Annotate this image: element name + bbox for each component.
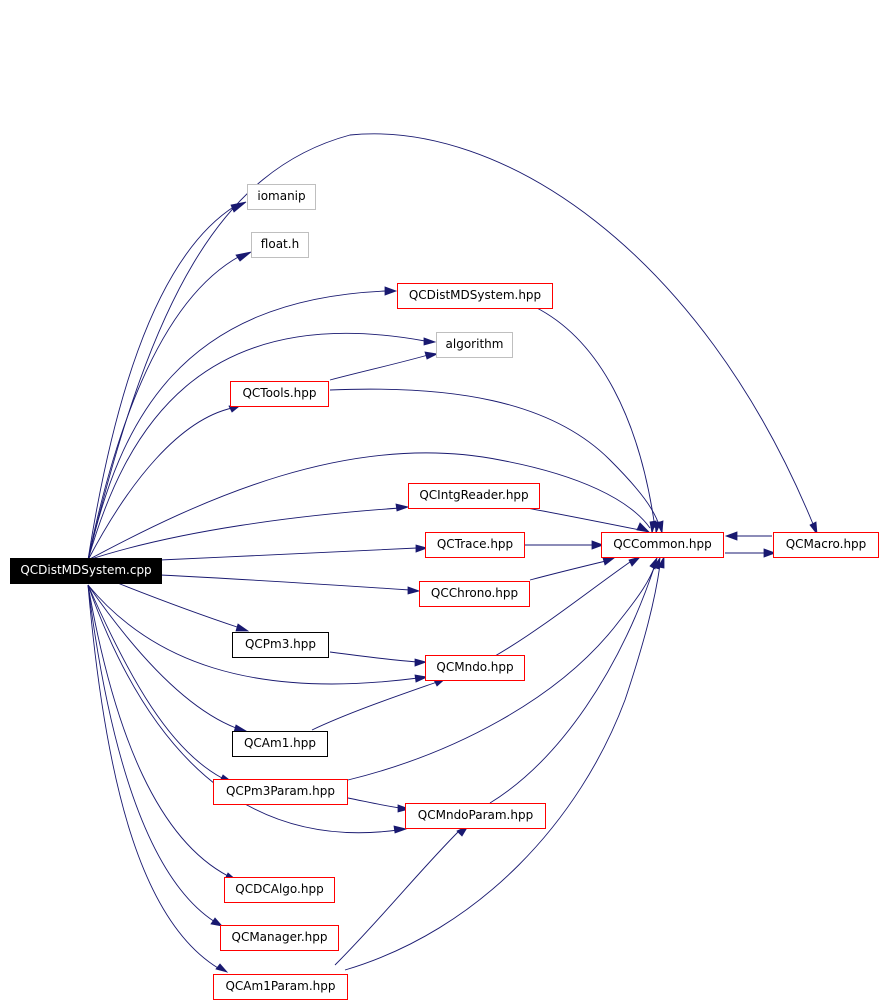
node-qcmanager-hpp[interactable]: QCManager.hpp xyxy=(220,925,339,951)
node-qctrace-hpp[interactable]: QCTrace.hpp xyxy=(425,532,525,558)
arrowhead xyxy=(395,503,410,512)
edge-cpp-qcpm3 xyxy=(109,579,241,629)
edge-qcpm3param-qccommon xyxy=(347,564,656,781)
edge-cpp-qccommon-direct xyxy=(87,452,651,561)
edge-cpp-qcmanager xyxy=(87,584,216,923)
node-qcmndoparam-hpp[interactable]: QCMndoParam.hpp xyxy=(405,803,546,829)
node-qctools-hpp[interactable]: QCTools.hpp xyxy=(230,381,329,407)
arrowhead xyxy=(415,544,429,553)
arrowhead xyxy=(809,521,818,536)
arrowhead xyxy=(649,520,657,534)
node-qcdistmdsystem-hpp[interactable]: QCDistMDSystem.hpp xyxy=(397,283,553,309)
arrowhead xyxy=(656,520,664,535)
node-qcchrono-hpp[interactable]: QCChrono.hpp xyxy=(419,581,530,607)
arrowhead xyxy=(235,623,250,632)
node-qcdcalgo-hpp[interactable]: QCDCAlgo.hpp xyxy=(224,877,335,903)
arrowhead xyxy=(210,917,224,927)
edge-cpp-qcchrono xyxy=(159,574,411,591)
edge-cpp-qcdcalgo xyxy=(87,584,229,877)
edge-cpp-qctrace xyxy=(159,547,418,561)
arrowhead xyxy=(424,351,439,360)
arrowhead xyxy=(628,556,642,567)
arrowhead xyxy=(414,674,429,683)
arrowhead xyxy=(657,555,665,569)
node-iomanip[interactable]: iomanip xyxy=(247,184,316,210)
node-qcintgreader-hpp[interactable]: QCIntgReader.hpp xyxy=(408,483,540,509)
arrowhead xyxy=(397,804,411,813)
arrowhead xyxy=(423,337,437,346)
node-qccommon-hpp[interactable]: QCCommon.hpp xyxy=(601,532,724,558)
edge-cpp-algorithm xyxy=(87,332,426,561)
edge-cpp-qcpm3param xyxy=(87,584,223,779)
node-qcpm3param-hpp[interactable]: QCPm3Param.hpp xyxy=(213,779,348,805)
edge-cpp-qcdistmdsystemhpp xyxy=(87,290,386,561)
edge-cpp-qcmacro xyxy=(87,133,814,561)
node-algorithm[interactable]: algorithm xyxy=(436,332,513,358)
edge-cpp-floath xyxy=(87,255,241,561)
edge-cpp-iomanip xyxy=(87,205,236,561)
arrowhead xyxy=(763,548,777,558)
arrowhead xyxy=(724,531,738,541)
edge-cpp-qcam1param xyxy=(87,584,219,969)
arrowhead xyxy=(414,658,428,667)
edge-cpp-qctools xyxy=(87,407,233,561)
edge-qcpm3param-qcmndoparam xyxy=(347,797,401,809)
arrowhead xyxy=(235,251,252,262)
edge-cpp-qcmndoparam xyxy=(87,584,399,834)
edge-qcintgreader-qccommon xyxy=(526,507,641,531)
arrowhead xyxy=(602,557,616,566)
node-float-h[interactable]: float.h xyxy=(251,232,309,258)
edge-qctools-algorithm xyxy=(329,354,429,381)
node-qcpm3-hpp[interactable]: QCPm3.hpp xyxy=(232,632,329,658)
node-qcmndo-hpp[interactable]: QCMndo.hpp xyxy=(425,655,525,681)
edge-qctools-qccommon xyxy=(329,388,661,529)
arrowhead xyxy=(591,540,605,550)
edge-cpp-qcam1 xyxy=(87,584,237,729)
edge-cpp-qcmndo xyxy=(87,584,419,685)
arrowhead xyxy=(230,201,247,213)
edge-cpp-qcintgreader xyxy=(87,507,401,561)
edge-qcam1param-qcmndoparam xyxy=(334,829,461,966)
arrowhead xyxy=(215,963,229,973)
edge-qcam1param-qccommon xyxy=(344,564,661,971)
node-qcam1-hpp[interactable]: QCAm1.hpp xyxy=(232,731,328,757)
edge-qcdistmdsystemhpp-qccommon xyxy=(534,306,656,529)
arrowhead xyxy=(384,286,398,296)
edge-qcmndo-qccommon xyxy=(494,561,631,657)
arrowhead xyxy=(407,586,421,595)
node-qcmacro-hpp[interactable]: QCMacro.hpp xyxy=(773,532,879,558)
node-qcdistmdsystem-cpp[interactable]: QCDistMDSystem.cpp xyxy=(10,558,162,584)
node-qcam1param-hpp[interactable]: QCAm1Param.hpp xyxy=(213,974,348,1000)
edge-qcam1-qcmndo xyxy=(311,681,438,731)
edge-qcpm3-qcmndo xyxy=(329,651,419,663)
edge-qcmndoparam-qccommon xyxy=(489,564,656,804)
edge-qcchrono-qccommon xyxy=(529,559,611,581)
arrowhead xyxy=(636,522,651,533)
arrowhead xyxy=(393,825,408,834)
